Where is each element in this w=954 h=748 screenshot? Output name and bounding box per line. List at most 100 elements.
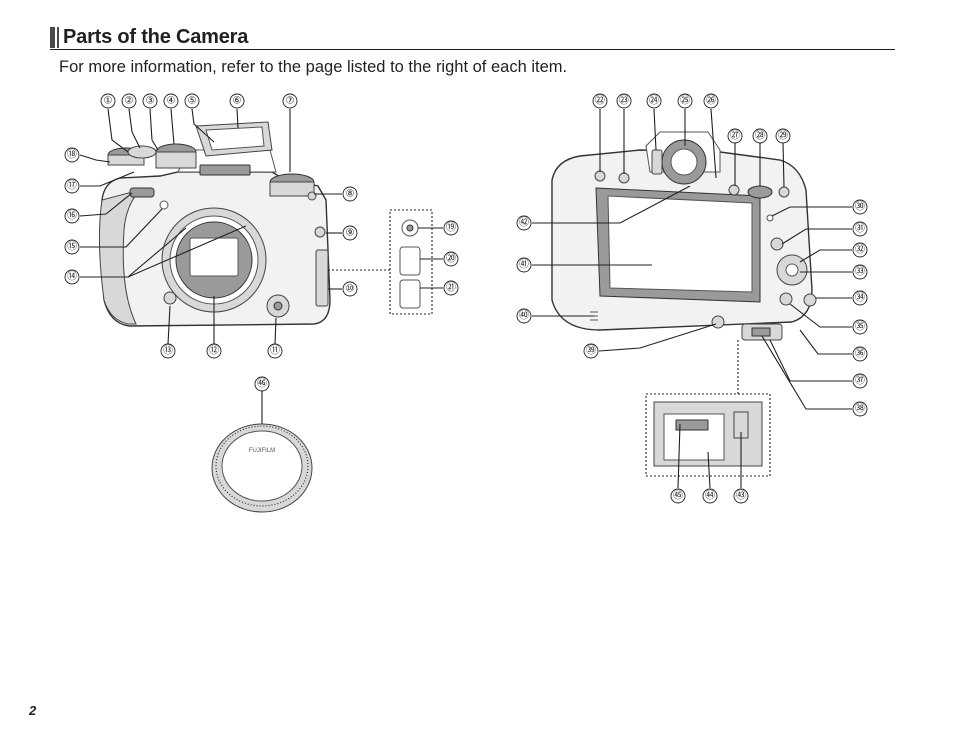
svg-text:⑨: ⑨ [346,228,355,239]
callout-21: ㉑ [443,280,459,296]
callout-38: ㊳ [852,401,868,417]
callout-22: ㉒ [592,93,608,109]
svg-text:②: ② [125,96,134,107]
svg-text:㊳: ㊳ [855,403,865,415]
svg-text:㉘: ㉘ [755,130,765,142]
callout-18: ⑱ [64,147,80,163]
svg-text:㉛: ㉛ [855,223,865,235]
section-heading: Parts of the Camera [50,26,895,50]
callout-44: ㊹ [702,488,718,504]
svg-text:⑥: ⑥ [233,96,242,107]
back-leader-lines [532,108,852,489]
callout-17: ⑰ [64,178,80,194]
svg-text:㊸: ㊸ [736,490,746,502]
callout-20: ⑳ [443,251,459,267]
front-camera-illustration [98,121,433,327]
svg-text:㉟: ㉟ [855,321,865,333]
callout-7: ⑦ [282,93,298,109]
callout-2: ② [121,93,137,109]
heading-marker [50,27,57,48]
svg-text:⑯: ⑯ [67,210,77,222]
callout-35: ㉟ [852,319,868,335]
front-leader-lines [79,108,443,345]
svg-text:㉔: ㉔ [649,95,659,107]
back-camera-illustration [551,131,817,477]
callout-29: ㉙ [775,128,791,144]
svg-text:㊹: ㊹ [705,490,715,502]
callout-36: ㊱ [852,346,868,362]
svg-text:④: ④ [167,96,176,107]
svg-text:㉝: ㉝ [855,266,865,278]
callout-15: ⑮ [64,239,80,255]
svg-text:㊱: ㊱ [855,348,865,360]
callout-12: ⑫ [206,343,222,359]
svg-text:⑩: ⑩ [346,284,355,295]
svg-text:⑫: ⑫ [209,345,219,357]
svg-text:㊵: ㊵ [519,310,529,322]
svg-text:③: ③ [146,96,155,107]
svg-text:①: ① [104,96,113,107]
page-number: 2 [29,703,37,718]
callout-13: ⑬ [160,343,176,359]
callout-26: ㉖ [703,93,719,109]
svg-text:㊴: ㊴ [586,345,596,357]
svg-text:㊺: ㊺ [673,490,683,502]
back-callouts: ㉒ ㉓ ㉔ ㉕ ㉖ ㉗ ㉘ ㉙ ㉚ ㉛ ㉜ ㉝ ㉞ ㉟ ㊱ ㊲ ㊳ ㊴ ㊵ ㊶ … [516,93,868,504]
callout-6: ⑥ [229,93,245,109]
svg-text:㉒: ㉒ [595,95,605,107]
callout-11: ⑪ [267,343,283,359]
callout-3: ③ [142,93,158,109]
svg-text:㊲: ㊲ [855,375,865,387]
svg-text:⑬: ⑬ [163,345,173,357]
callout-34: ㉞ [852,290,868,306]
callout-5: ⑤ [184,93,200,109]
callout-32: ㉜ [852,242,868,258]
callout-1: ① [100,93,116,109]
intro-text: For more information, refer to the page … [59,58,568,76]
svg-text:㉜: ㉜ [855,244,865,256]
callout-37: ㊲ [852,373,868,389]
callout-10: ⑩ [342,281,358,297]
body-cap-brand: FUJIFILM [249,448,275,454]
svg-text:⑪: ⑪ [270,345,280,357]
callout-4: ④ [163,93,179,109]
callout-40: ㊵ [516,308,532,324]
callout-43: ㊸ [733,488,749,504]
callout-41: ㊶ [516,257,532,273]
svg-text:㉗: ㉗ [730,130,740,142]
front-callouts: ① ② ③ ④ ⑤ ⑥ ⑦ ⑧ ⑨ ⑩ ⑪ ⑫ ⑬ ⑭ ⑮ ⑯ ⑰ ⑱ ⑲ ⑳ … [64,93,459,359]
callout-25: ㉕ [677,93,693,109]
svg-text:⑳: ⑳ [446,253,456,265]
svg-text:⑤: ⑤ [188,96,197,107]
svg-text:㊷: ㊷ [519,217,529,229]
callout-16: ⑯ [64,208,80,224]
callout-23: ㉓ [616,93,632,109]
callout-24: ㉔ [646,93,662,109]
svg-text:⑭: ⑭ [67,271,77,283]
svg-text:㊻: ㊻ [257,378,267,390]
callout-39: ㊴ [583,343,599,359]
svg-text:㉖: ㉖ [706,95,716,107]
svg-text:㉚: ㉚ [855,201,865,213]
svg-text:㊶: ㊶ [519,259,529,271]
callout-19: ⑲ [443,220,459,236]
svg-text:⑦: ⑦ [286,96,295,107]
heading-marker-thin [57,27,59,48]
callout-45: ㊺ [670,488,686,504]
page-title: Parts of the Camera [63,26,249,48]
callout-30: ㉚ [852,199,868,215]
svg-text:⑲: ⑲ [446,222,456,234]
callout-8: ⑧ [342,186,358,202]
svg-text:⑰: ⑰ [67,180,77,192]
callout-42: ㊷ [516,215,532,231]
callout-27: ㉗ [727,128,743,144]
callout-14: ⑭ [64,269,80,285]
svg-text:㉞: ㉞ [855,292,865,304]
callout-33: ㉝ [852,264,868,280]
svg-text:㉙: ㉙ [778,130,788,142]
body-cap-illustration: FUJIFILM [211,391,313,513]
svg-text:⑮: ⑮ [67,241,77,253]
callout-28: ㉘ [752,128,768,144]
svg-text:㉑: ㉑ [446,282,456,294]
